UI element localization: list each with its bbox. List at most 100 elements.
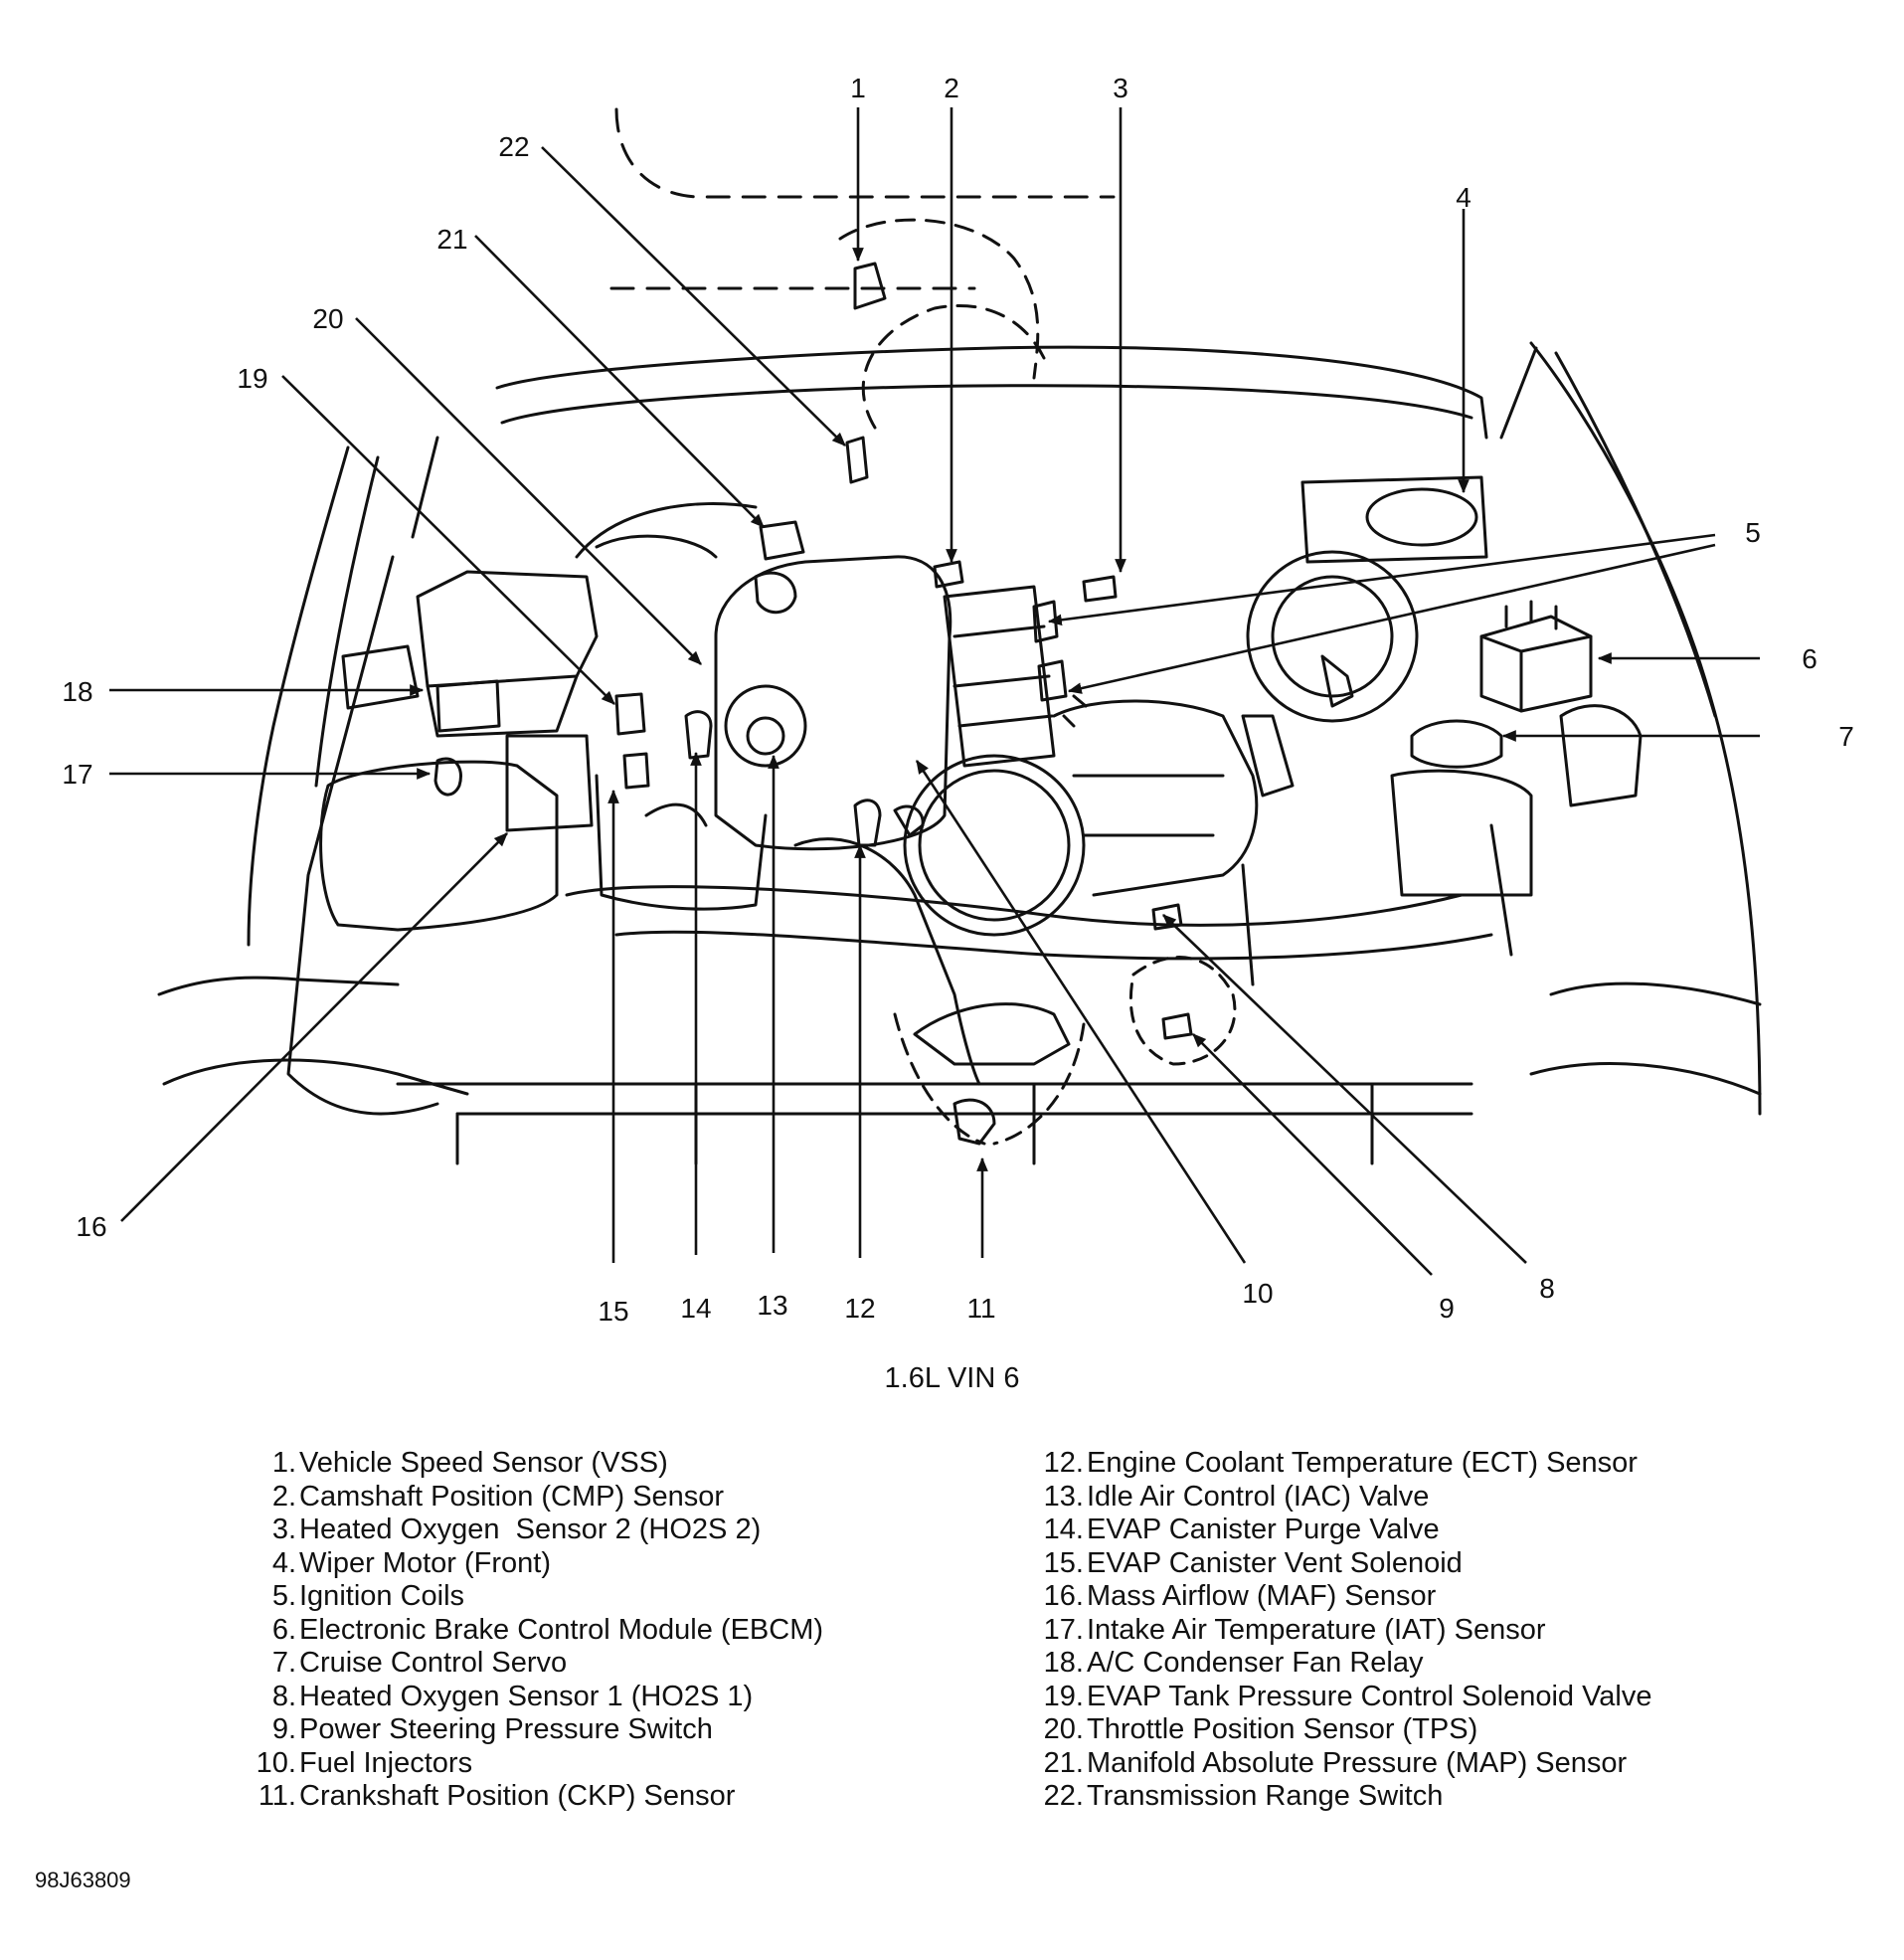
legend-item: 9.Power Steering Pressure Switch — [249, 1713, 1004, 1747]
callout-9: 9 — [1439, 1293, 1455, 1324]
legend-label: EVAP Tank Pressure Control Solenoid Valv… — [1087, 1680, 1652, 1712]
legend-number: 4. — [271, 1546, 296, 1579]
legend-number: 14. — [1043, 1514, 1084, 1545]
legend-number: 15. — [1043, 1546, 1084, 1579]
leader-5b — [1067, 543, 1716, 694]
callout-19: 19 — [237, 363, 267, 394]
legend-label: Idle Air Control (IAC) Valve — [1087, 1480, 1430, 1513]
legend-number: 22. — [1043, 1780, 1084, 1812]
legend-item: 15.EVAP Canister Vent Solenoid — [1036, 1547, 1831, 1581]
legend-right-column: 12.Engine Coolant Temperature (ECT) Sens… — [1036, 1447, 1831, 1814]
callout-16: 16 — [76, 1211, 106, 1242]
callout-leaders — [109, 107, 1760, 1276]
callout-5: 5 — [1745, 517, 1761, 548]
callout-2: 2 — [944, 73, 959, 103]
callout-numbers: 1 2 3 4 5 6 7 8 9 10 11 12 13 14 15 16 1… — [62, 73, 1853, 1327]
legend-item: 11.Crankshaft Position (CKP) Sensor — [249, 1780, 1004, 1814]
legend-label: Mass Airflow (MAF) Sensor — [1087, 1580, 1437, 1612]
callout-21: 21 — [436, 224, 467, 255]
legend-number: 5. — [271, 1580, 296, 1612]
callout-4: 4 — [1456, 182, 1471, 213]
legend-label: Throttle Position Sensor (TPS) — [1087, 1713, 1478, 1745]
callout-6: 6 — [1802, 643, 1817, 674]
callout-20: 20 — [312, 303, 343, 334]
legend-item: 19.EVAP Tank Pressure Control Solenoid V… — [1036, 1681, 1831, 1714]
legend-item: 10.Fuel Injectors — [249, 1747, 1004, 1781]
engine-compartment-diagram: 1 2 3 4 5 6 7 8 9 10 11 12 13 14 15 16 1… — [62, 73, 1853, 1327]
legend-item: 12.Engine Coolant Temperature (ECT) Sens… — [1036, 1447, 1831, 1481]
legend-item: 4.Wiper Motor (Front) — [249, 1547, 1004, 1581]
legend-item: 2.Camshaft Position (CMP) Sensor — [249, 1481, 1004, 1515]
legend-label: Crankshaft Position (CKP) Sensor — [299, 1780, 736, 1812]
legend-label: Fuel Injectors — [299, 1746, 473, 1779]
legend-number: 17. — [1043, 1613, 1084, 1646]
legend-label: A/C Condenser Fan Relay — [1087, 1647, 1424, 1679]
legend-number: 2. — [271, 1480, 296, 1513]
legend-label: Heated Oxygen Sensor 2 (HO2S 2) — [299, 1514, 762, 1545]
legend-item: 17.Intake Air Temperature (IAT) Sensor — [1036, 1614, 1831, 1648]
legend-label: Electronic Brake Control Module (EBCM) — [299, 1613, 824, 1646]
callout-15: 15 — [598, 1296, 628, 1327]
legend-number: 9. — [271, 1713, 296, 1745]
legend-number: 13. — [1043, 1480, 1084, 1513]
legend-item: 20.Throttle Position Sensor (TPS) — [1036, 1713, 1831, 1747]
legend-number: 16. — [1043, 1580, 1084, 1612]
diagram-caption: 1.6L VIN 6 — [884, 1362, 1020, 1394]
callout-3: 3 — [1113, 73, 1128, 103]
callout-12: 12 — [844, 1293, 875, 1324]
legend-label: Transmission Range Switch — [1087, 1780, 1444, 1812]
legend-number: 1. — [271, 1447, 296, 1479]
callout-7: 7 — [1838, 721, 1854, 752]
leader-5a — [1047, 533, 1716, 626]
legend-label: Engine Coolant Temperature (ECT) Sensor — [1087, 1447, 1638, 1479]
legend-number: 20. — [1043, 1713, 1084, 1745]
legend-label: EVAP Canister Purge Valve — [1087, 1514, 1440, 1545]
leader-8 — [1162, 914, 1527, 1264]
legend-item: 3.Heated Oxygen Sensor 2 (HO2S 2) — [249, 1514, 1004, 1547]
callout-8: 8 — [1539, 1273, 1555, 1304]
legend-item: 18.A/C Condenser Fan Relay — [1036, 1647, 1831, 1681]
callout-17: 17 — [62, 759, 92, 790]
legend-number: 21. — [1043, 1746, 1084, 1779]
legend-left-column: 1.Vehicle Speed Sensor (VSS) 2.Camshaft … — [249, 1447, 1004, 1814]
legend-number: 19. — [1043, 1680, 1084, 1712]
legend-number: 18. — [1043, 1647, 1084, 1679]
callout-22: 22 — [498, 131, 529, 162]
legend-number: 11. — [258, 1780, 296, 1812]
callout-11: 11 — [966, 1293, 995, 1324]
legend-label: Wiper Motor (Front) — [299, 1546, 551, 1579]
legend-number: 12. — [1043, 1447, 1084, 1479]
leader-22 — [541, 146, 846, 446]
legend-label: Manifold Absolute Pressure (MAP) Sensor — [1087, 1746, 1628, 1779]
legend-number: 10. — [256, 1746, 296, 1779]
callout-18: 18 — [62, 676, 92, 707]
legend-item: 7.Cruise Control Servo — [249, 1647, 1004, 1681]
leader-21 — [474, 235, 765, 528]
legend-item: 13.Idle Air Control (IAC) Valve — [1036, 1481, 1831, 1515]
leader-9 — [1192, 1033, 1433, 1276]
legend-number: 7. — [271, 1647, 296, 1679]
legend-item: 14.EVAP Canister Purge Valve — [1036, 1514, 1831, 1547]
legend-number: 8. — [271, 1680, 296, 1712]
legend-item: 22.Transmission Range Switch — [1036, 1780, 1831, 1814]
legend-label: Ignition Coils — [299, 1580, 465, 1612]
legend-item: 8.Heated Oxygen Sensor 1 (HO2S 1) — [249, 1681, 1004, 1714]
callout-1: 1 — [850, 73, 866, 103]
leader-19 — [281, 375, 615, 705]
engine-line-art — [157, 107, 1762, 1165]
legend-item: 21.Manifold Absolute Pressure (MAP) Sens… — [1036, 1747, 1831, 1781]
legend-item: 1.Vehicle Speed Sensor (VSS) — [249, 1447, 1004, 1481]
legend-label: EVAP Canister Vent Solenoid — [1087, 1546, 1463, 1579]
legend-label: Intake Air Temperature (IAT) Sensor — [1087, 1613, 1546, 1646]
legend-item: 16.Mass Airflow (MAF) Sensor — [1036, 1580, 1831, 1614]
legend-label: Power Steering Pressure Switch — [299, 1713, 713, 1745]
figure-code: 98J63809 — [35, 1868, 131, 1892]
callout-14: 14 — [680, 1293, 711, 1324]
legend-item: 5.Ignition Coils — [249, 1580, 1004, 1614]
legend-label: Vehicle Speed Sensor (VSS) — [299, 1447, 668, 1479]
legend-number: 6. — [271, 1613, 296, 1646]
leader-20 — [355, 317, 702, 665]
legend-number: 3. — [271, 1514, 296, 1545]
callout-10: 10 — [1242, 1278, 1273, 1309]
legend-item: 6.Electronic Brake Control Module (EBCM) — [249, 1614, 1004, 1648]
